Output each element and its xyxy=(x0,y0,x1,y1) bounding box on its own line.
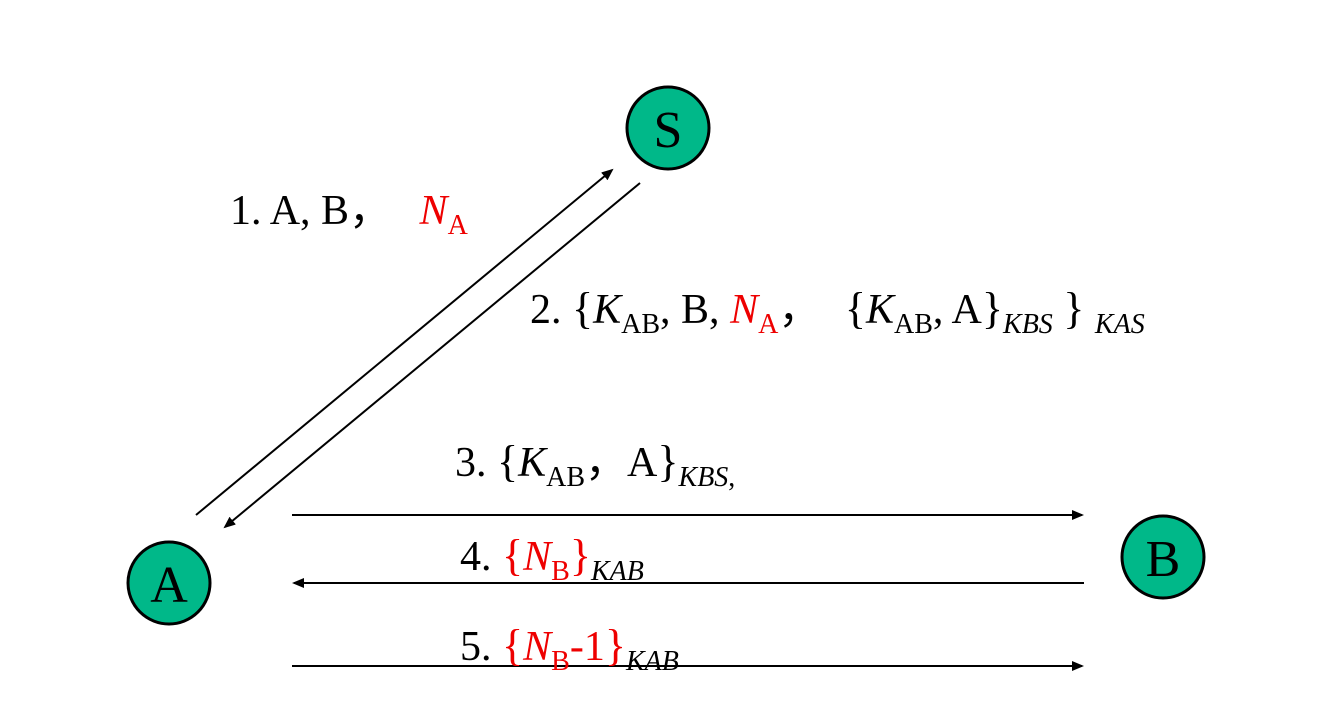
message-4-nonce-sub: B xyxy=(551,556,570,587)
message-2-key-sub: AB xyxy=(621,309,661,340)
node-s-label: S xyxy=(654,102,683,159)
message-2-inner-open-brace: { xyxy=(844,284,866,333)
message-2-inner-close-brace: } xyxy=(981,284,1004,333)
node-b-label: B xyxy=(1146,531,1181,588)
message-1-nonce-sub: A xyxy=(447,210,468,241)
message-2-encryption-key: KAS xyxy=(1094,309,1145,340)
message-2-number: 2. xyxy=(530,287,562,333)
message-1-number: 1. xyxy=(230,188,262,234)
message-4-close-brace: } xyxy=(569,531,591,580)
message-3-tail: , xyxy=(728,462,736,493)
message-2-key: K xyxy=(593,287,622,333)
message-4-encryption-key: KAB xyxy=(590,556,644,587)
message-5-number: 5. xyxy=(460,624,492,670)
node-a-label: A xyxy=(150,557,188,614)
message-5-close-brace: } xyxy=(604,621,626,670)
node-s: S xyxy=(625,85,711,171)
arrow-s-to-a xyxy=(223,182,641,529)
message-2-inner-middle: , A xyxy=(932,287,982,333)
node-b: B xyxy=(1120,514,1206,600)
message-5-nonce: N xyxy=(523,624,552,670)
message-3-key: K xyxy=(518,440,547,486)
message-4: 4. {NB}KAB xyxy=(460,531,644,586)
message-3-close-brace: } xyxy=(657,437,679,486)
message-3-key-sub: AB xyxy=(546,462,586,493)
message-4-number: 4. xyxy=(460,534,492,580)
message-3: 3. {KAB，A}KBS, xyxy=(455,437,735,492)
message-3-number: 3. xyxy=(455,440,487,486)
message-2-inner-encryption-key: KBS xyxy=(1003,309,1053,340)
message-2-close-brace: } xyxy=(1063,284,1085,333)
message-5-open-brace: { xyxy=(502,621,524,670)
message-3-encryption-key: KBS xyxy=(678,462,729,493)
node-a: A xyxy=(126,540,212,626)
message-1: 1. A, B， NA xyxy=(230,188,468,240)
message-2: 2. {KAB, B, NA， {KAB, A}KBS } KAS xyxy=(530,284,1145,339)
message-3-open-brace: { xyxy=(497,437,519,486)
message-5-encryption-key: KAB xyxy=(625,646,679,677)
message-2-nonce-sub: A xyxy=(758,309,779,340)
message-5: 5. {NB-1}KAB xyxy=(460,621,679,676)
message-2-nonce: N xyxy=(730,287,759,333)
message-2-inner-key: K xyxy=(865,287,894,333)
message-5-minus-one: -1 xyxy=(569,624,605,670)
message-2-inner-key-sub: AB xyxy=(893,309,933,340)
message-4-nonce: N xyxy=(523,534,552,580)
message-3-middle: ，A xyxy=(585,440,658,486)
arrow-a-to-s xyxy=(195,168,614,516)
message-2-middle: , B, xyxy=(660,287,731,333)
message-5-nonce-sub: B xyxy=(551,646,570,677)
message-2-open-brace: { xyxy=(572,284,594,333)
message-1-identities: A, B， xyxy=(269,188,392,234)
message-4-open-brace: { xyxy=(502,531,524,580)
message-1-nonce: N xyxy=(419,188,448,234)
message-2-separator: ， xyxy=(778,287,821,333)
